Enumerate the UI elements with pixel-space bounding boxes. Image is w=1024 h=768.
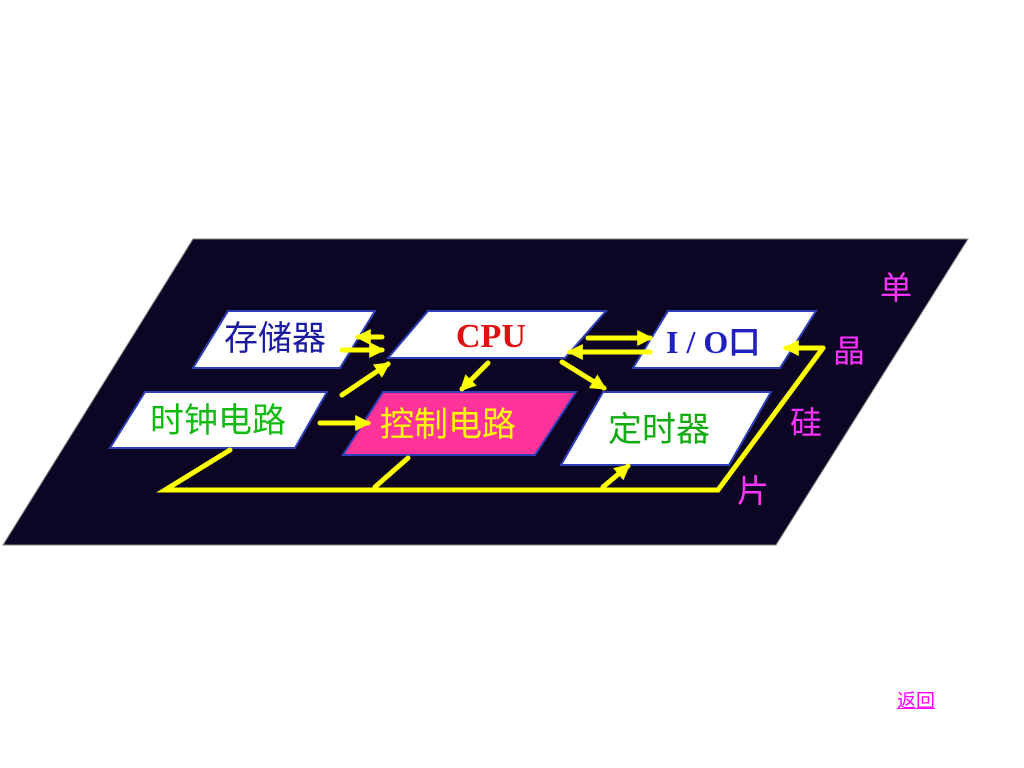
chip-label-char: 片 xyxy=(737,472,770,510)
chip-label-char: 晶 xyxy=(833,332,866,370)
control-label: 控制电路 xyxy=(380,405,516,445)
memory-box xyxy=(191,310,377,369)
arrow-cpu-to-control xyxy=(459,360,491,392)
control-to-bus xyxy=(372,455,411,490)
arrow-cpu-to-timer xyxy=(559,359,607,391)
connectors xyxy=(156,328,826,493)
bus-line xyxy=(156,345,826,493)
back-link[interactable]: 返回 xyxy=(897,690,936,712)
control-box xyxy=(341,391,578,456)
io-label: I / O口 xyxy=(666,324,761,360)
chip-label-char: 硅 xyxy=(790,404,823,442)
clock-box xyxy=(108,391,329,449)
timer-label: 定时器 xyxy=(608,410,710,450)
chip-label-char: 单 xyxy=(880,269,913,307)
arrow-riser-to-cpu xyxy=(339,361,391,398)
clock-label: 时钟电路 xyxy=(150,401,286,441)
arrow-bus-to-timer xyxy=(600,463,631,490)
io-box xyxy=(631,310,818,369)
memory-label: 存储器 xyxy=(224,319,326,359)
timer-box xyxy=(559,391,773,466)
cpu-box xyxy=(385,310,609,359)
cpu-label: CPU xyxy=(456,318,526,355)
